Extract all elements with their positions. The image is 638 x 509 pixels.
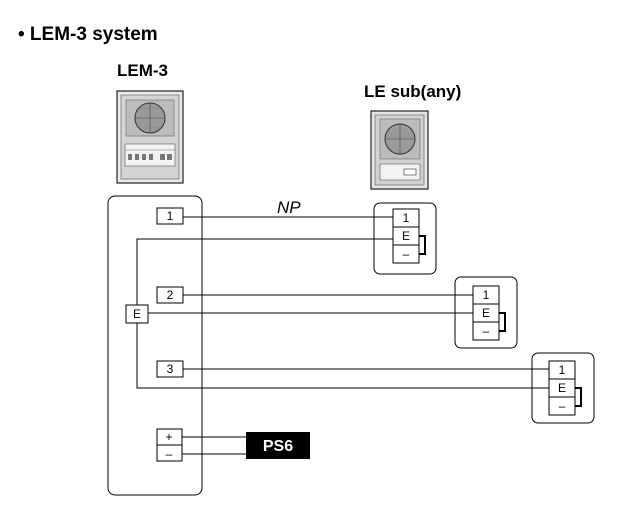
terminal-label: E: [133, 307, 141, 321]
sub-terminal-minus: –: [559, 399, 566, 413]
sub-terminal-e: E: [558, 381, 566, 395]
power-supply: PS6: [246, 432, 310, 459]
sub-terminal-minus: –: [483, 324, 490, 338]
sub-terminal-1: 1: [403, 211, 410, 225]
jumper-icon: [419, 235, 426, 255]
wiring: [136, 216, 549, 455]
sub-station-device: [370, 110, 429, 190]
master-terminal-1: 1: [156, 207, 184, 225]
sub-label: LE sub(any): [364, 82, 461, 101]
master-label: LEM-3: [117, 61, 168, 80]
master-terminal-3: 3: [156, 360, 184, 378]
sub-button-icon: [403, 168, 417, 176]
master-terminal-board: [107, 195, 203, 496]
power-supply-label: PS6: [263, 438, 293, 455]
sub-terminal-block-1: 1 E –: [373, 202, 437, 275]
diagram-title: • LEM-3 system: [18, 24, 158, 45]
sub-terminal-e: E: [402, 229, 410, 243]
sub-terminal-1: 1: [559, 363, 566, 377]
jumper-icon: [575, 387, 582, 407]
wire-common-e-3: [136, 322, 549, 389]
power-terminal-plus: +: [165, 430, 172, 444]
terminal-label: 3: [167, 362, 174, 376]
sub-terminal-block-3: 1 E –: [531, 352, 595, 424]
wire-type-label: NP: [277, 198, 301, 217]
speaker-grille-icon: [125, 99, 175, 137]
sub-terminal-block-2: 1 E –: [454, 276, 518, 349]
master-station-device: [116, 90, 184, 184]
speaker-grille-icon: [379, 118, 421, 160]
terminal-label: 2: [167, 288, 174, 302]
power-terminal-minus: –: [166, 447, 173, 461]
sub-terminal-minus: –: [403, 247, 410, 261]
sub-terminal-e: E: [482, 306, 490, 320]
master-terminal-e: E: [125, 304, 149, 324]
power-terminal-block: + –: [156, 428, 183, 462]
terminal-label: 1: [167, 209, 174, 223]
wire-common-e-1: [136, 238, 393, 306]
master-terminal-2: 2: [156, 286, 184, 304]
call-buttons: [128, 154, 172, 160]
jumper-icon: [499, 312, 506, 332]
sub-terminal-1: 1: [483, 288, 490, 302]
